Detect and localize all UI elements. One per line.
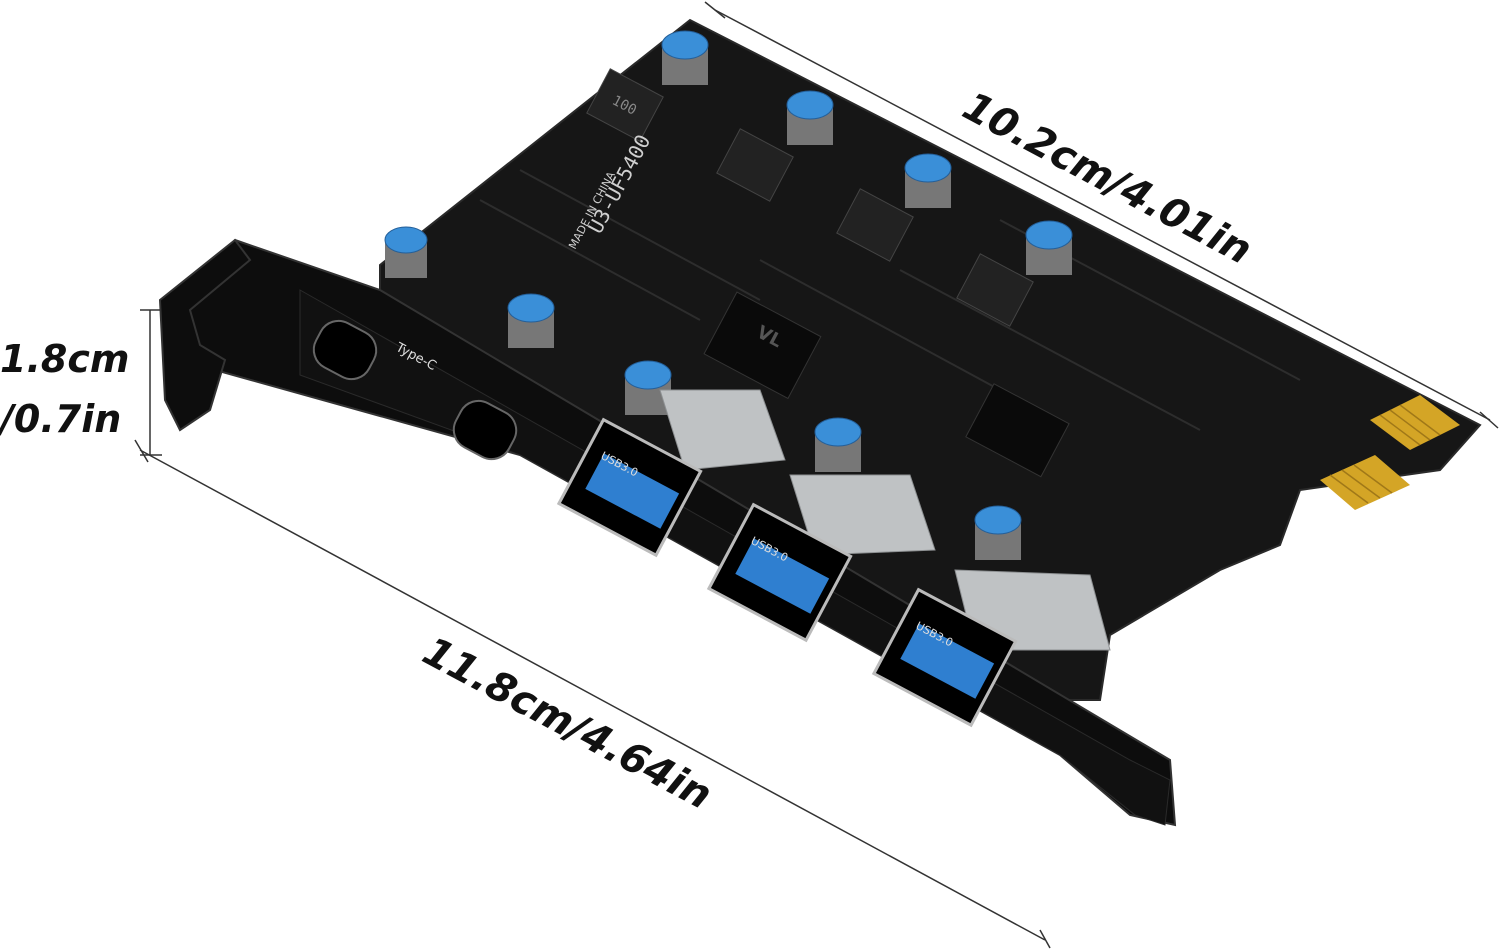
pcb-board: VL 100 bbox=[379, 18, 1482, 701]
usb3-port: USB3.0 bbox=[556, 417, 703, 558]
capacitor bbox=[624, 360, 672, 415]
dimension-lines bbox=[134, 1, 1499, 949]
length-dimension-label: 11.8cm/4.64in bbox=[415, 628, 719, 819]
type-c-port bbox=[452, 399, 518, 461]
pcie-bracket: Type-C USB3.0 USB3.0 USB3.0 bbox=[158, 238, 1177, 827]
capacitor bbox=[904, 153, 952, 208]
secondary-chip bbox=[965, 383, 1070, 478]
capacitor bbox=[814, 417, 862, 472]
main-controller-chip bbox=[703, 291, 822, 400]
usb3-port: USB3.0 bbox=[871, 587, 1018, 728]
capacitor bbox=[1025, 220, 1073, 275]
height-dimension-label-cm: 1.8cm bbox=[0, 337, 129, 381]
height-dimension-label-in: /0.7in bbox=[0, 397, 121, 441]
capacitor bbox=[786, 90, 834, 145]
capacitors bbox=[384, 30, 1073, 560]
usb3-port: USB3.0 bbox=[706, 502, 853, 643]
capacitor bbox=[384, 226, 428, 278]
inductors: 100 bbox=[586, 68, 1034, 327]
type-c-port bbox=[312, 319, 378, 381]
capacitor bbox=[661, 30, 709, 85]
pcie-gold-contacts bbox=[1320, 395, 1460, 510]
pcb-traces bbox=[479, 169, 1301, 431]
capacitor bbox=[507, 293, 555, 348]
capacitor bbox=[974, 505, 1022, 560]
